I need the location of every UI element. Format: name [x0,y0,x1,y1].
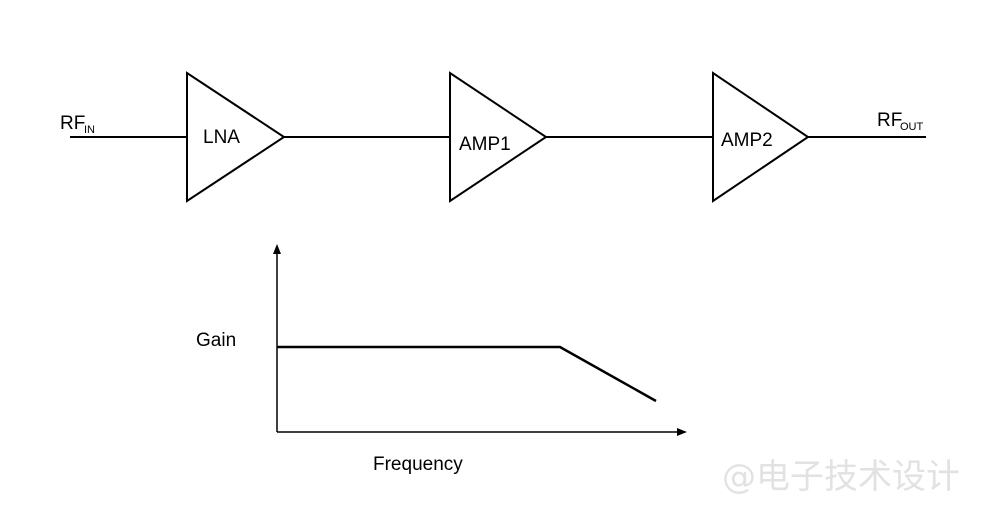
rf-output-sub: OUT [900,121,924,133]
amplifier-triangle [449,71,548,203]
rf-input-sub: IN [84,124,95,136]
x-axis-arrowhead [677,428,687,436]
amplifier-triangle [186,71,286,203]
gain-frequency-plot: Gain Frequency [196,244,687,475]
amplifier-amp2: AMP2 [712,71,810,203]
watermark-text: @电子技术设计 [722,457,960,497]
amplifier-amp1: AMP1 [449,71,548,203]
rf-output-main: RF [877,110,902,131]
y-axis-label: Gain [196,330,236,351]
stage-label-amp2: AMP2 [721,130,773,151]
x-axis-label: Frequency [373,454,463,475]
gain-curve [277,345,657,403]
stage-label-lna: LNA [203,127,240,148]
rf-output-label: RF OUT [877,110,924,133]
rf-input-main: RF [60,113,85,134]
stage-label-amp1: AMP1 [459,134,511,155]
y-axis-arrowhead [273,244,281,254]
rf-input-label: RF IN [60,113,95,136]
amplifier-lna: LNA [186,71,286,203]
amplifier-triangle [712,71,810,203]
